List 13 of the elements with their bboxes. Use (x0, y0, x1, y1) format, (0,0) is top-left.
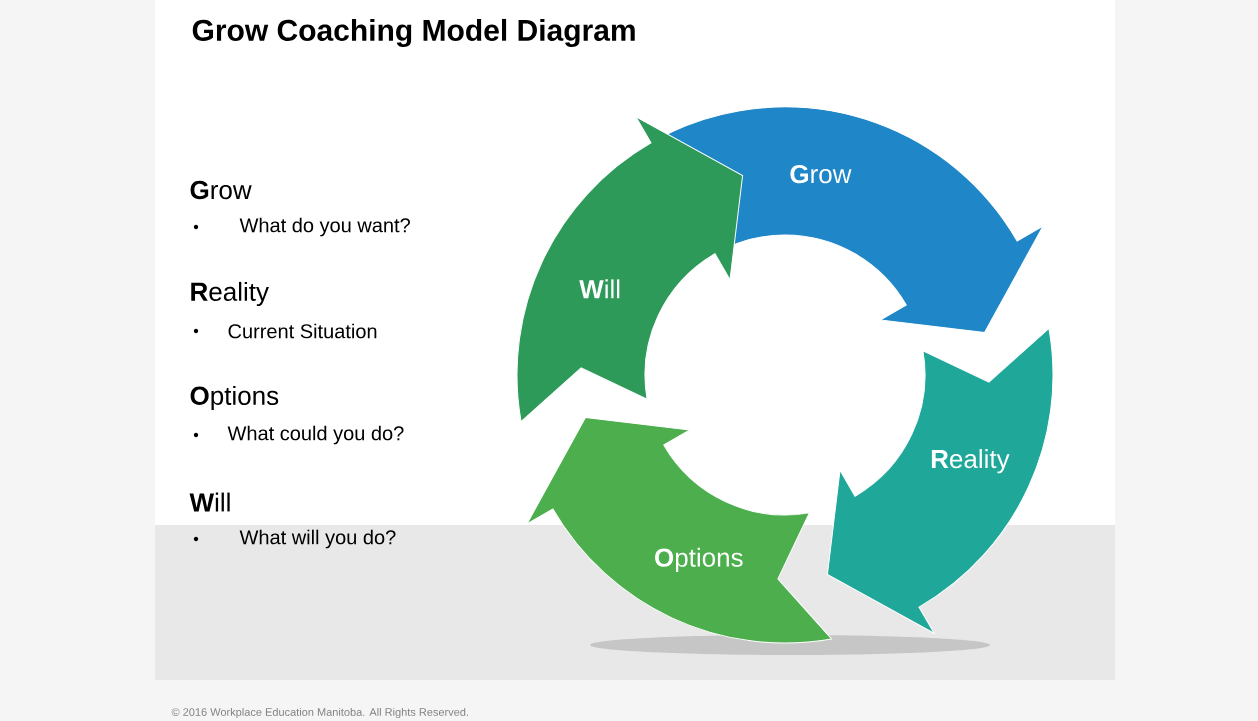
arrow-segment: Reality (826, 327, 1054, 634)
arrow-segment: Will (516, 116, 744, 423)
bullet-text: What do you want? (239, 217, 410, 237)
bullet-text: Current Situation (228, 323, 377, 339)
copyright: © 2016 Workplace Education Manitoba. All Rights Reserved. (171, 707, 468, 719)
arrow-segment: Options (526, 416, 833, 644)
title: Grow Coaching Model Diagram (192, 18, 635, 48)
bullet-text: What will you do? (239, 529, 396, 549)
heading: Options (190, 385, 279, 411)
heading: Grow (190, 180, 252, 200)
heading: Will (189, 492, 230, 512)
bullet-text: What could you do? (227, 425, 404, 445)
heading: Reality (191, 281, 269, 307)
